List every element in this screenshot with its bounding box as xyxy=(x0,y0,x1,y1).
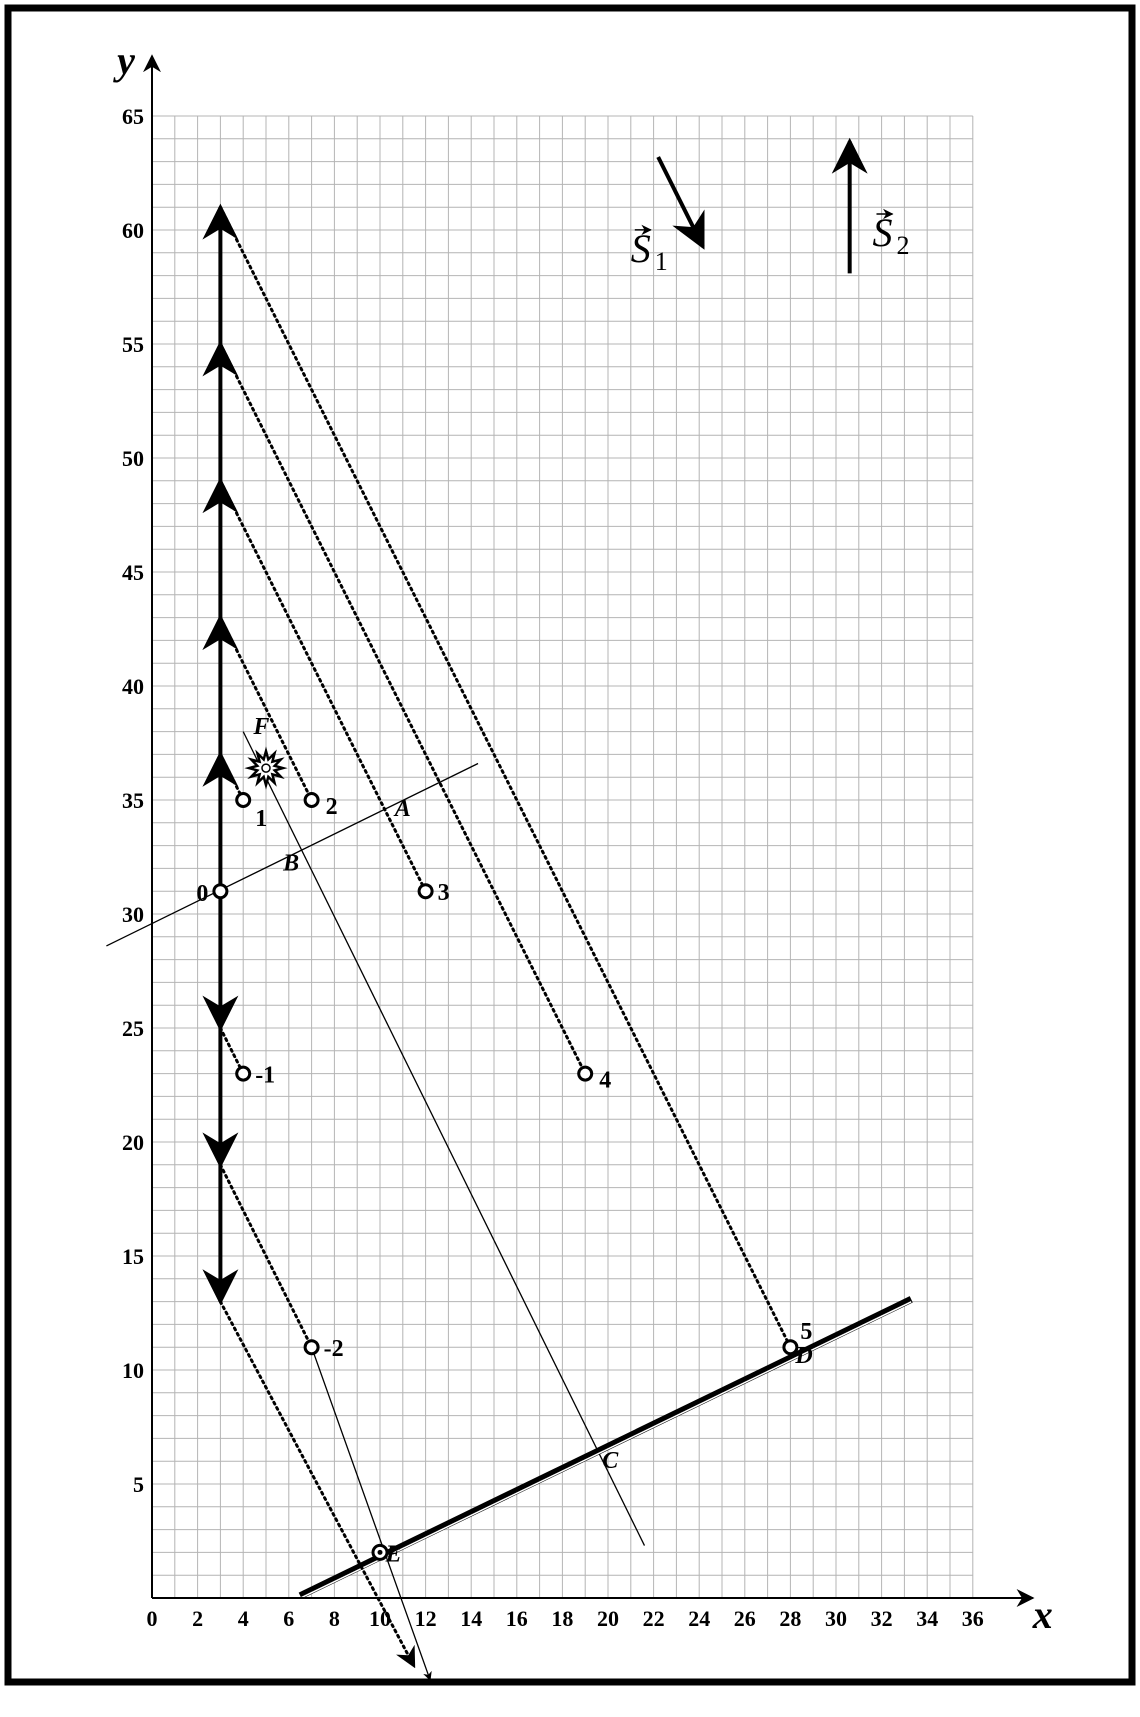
point-label: 0 xyxy=(196,881,208,907)
point-label: 1 xyxy=(255,806,267,832)
point-marker xyxy=(303,792,320,808)
y-tick-label: 20 xyxy=(122,1130,144,1155)
point-label: -2 xyxy=(324,1336,344,1362)
dotted-link xyxy=(218,479,428,893)
x-tick-label: 4 xyxy=(238,1606,249,1631)
point-marker xyxy=(235,792,252,808)
construction-lines xyxy=(106,731,913,1681)
x-tick-label: 28 xyxy=(779,1606,801,1631)
x-tick-label: 20 xyxy=(597,1606,619,1631)
y-tick-label: 35 xyxy=(122,788,144,813)
x-tick-label: 22 xyxy=(643,1606,665,1631)
dotted-link xyxy=(218,616,314,802)
x-tick-label: 0 xyxy=(147,1606,158,1631)
thick-line-E-D-stripe xyxy=(299,1301,912,1599)
y-tick-label: 15 xyxy=(122,1244,144,1269)
vector-S1-label: S xyxy=(631,226,651,271)
x-tick-label: 10 xyxy=(369,1606,391,1631)
marker-A: A xyxy=(393,796,411,822)
marker-C: C xyxy=(602,1448,619,1474)
thick-line-E-D xyxy=(298,1296,913,1599)
x-tick-label: 6 xyxy=(283,1606,294,1631)
observed-points: 0 1 2 3 4 5 -1 -2 xyxy=(196,792,812,1362)
dotted-link xyxy=(218,1026,245,1076)
vector-S1-arrow xyxy=(656,156,705,250)
explosion-core xyxy=(261,763,271,773)
y-axis-label: y xyxy=(113,38,135,83)
vector-S2-label: S xyxy=(872,210,892,255)
x-tick-label: 12 xyxy=(415,1606,437,1631)
point-marker xyxy=(417,883,434,900)
point-marker xyxy=(235,1065,252,1082)
x-tick-label: 34 xyxy=(916,1606,938,1631)
x-tick-label: 2 xyxy=(192,1606,203,1631)
y-tick-label: 40 xyxy=(122,674,144,699)
point-marker xyxy=(303,1339,320,1356)
dotted-link xyxy=(218,1163,314,1349)
x-tick-label: 26 xyxy=(734,1606,756,1631)
y-tick-label: 55 xyxy=(122,332,144,357)
outer-frame xyxy=(4,4,1136,1686)
vector-S1-subscript: 1 xyxy=(655,247,668,276)
x-tick-label: 16 xyxy=(506,1606,528,1631)
letter-markers: A B C D E F xyxy=(244,714,813,1568)
point-label: 3 xyxy=(438,880,450,906)
x-tick-label: 32 xyxy=(871,1606,893,1631)
y-tick-label: 5 xyxy=(133,1472,144,1497)
x-tick-label: 24 xyxy=(688,1606,710,1631)
y-tick-label: 45 xyxy=(122,560,144,585)
x-tick-label: 14 xyxy=(460,1606,482,1631)
grid xyxy=(151,115,974,1599)
dotted-link xyxy=(218,205,792,1349)
point-label: 5 xyxy=(800,1319,812,1345)
line-from-2 xyxy=(310,1346,432,1681)
point-label: -1 xyxy=(255,1063,275,1089)
vector-S2-subscript: 2 xyxy=(896,231,909,260)
line-F-C xyxy=(242,731,646,1546)
marker-F: F xyxy=(252,714,269,740)
y-tick-label: 25 xyxy=(122,1016,144,1041)
point-marker xyxy=(577,1065,594,1082)
point-marker xyxy=(212,883,229,900)
dotted-link xyxy=(218,342,587,1076)
x-axis-label: x xyxy=(1032,1592,1053,1637)
x-tick-label: 8 xyxy=(329,1606,340,1631)
y-tick-label: 50 xyxy=(122,446,144,471)
x-tick-label: 18 xyxy=(551,1606,573,1631)
line-through-origin xyxy=(106,762,479,947)
x-tick-label: 30 xyxy=(825,1606,847,1631)
x-tick-label: 36 xyxy=(962,1606,984,1631)
dotted-link xyxy=(218,1300,416,1669)
marker-D: D xyxy=(794,1343,812,1369)
marker-E: E xyxy=(385,1542,402,1568)
y-tick-label: 30 xyxy=(122,902,144,927)
y-tick-label: 10 xyxy=(122,1358,144,1383)
marker-B: B xyxy=(282,851,299,877)
point-label: 4 xyxy=(599,1068,611,1094)
point-marker xyxy=(782,1339,799,1356)
y-tick-label: 60 xyxy=(122,218,144,243)
point-E-center xyxy=(377,1549,383,1555)
dotted-links xyxy=(218,205,792,1669)
point-label: 2 xyxy=(326,794,338,820)
y-tick-label: 65 xyxy=(122,104,144,129)
